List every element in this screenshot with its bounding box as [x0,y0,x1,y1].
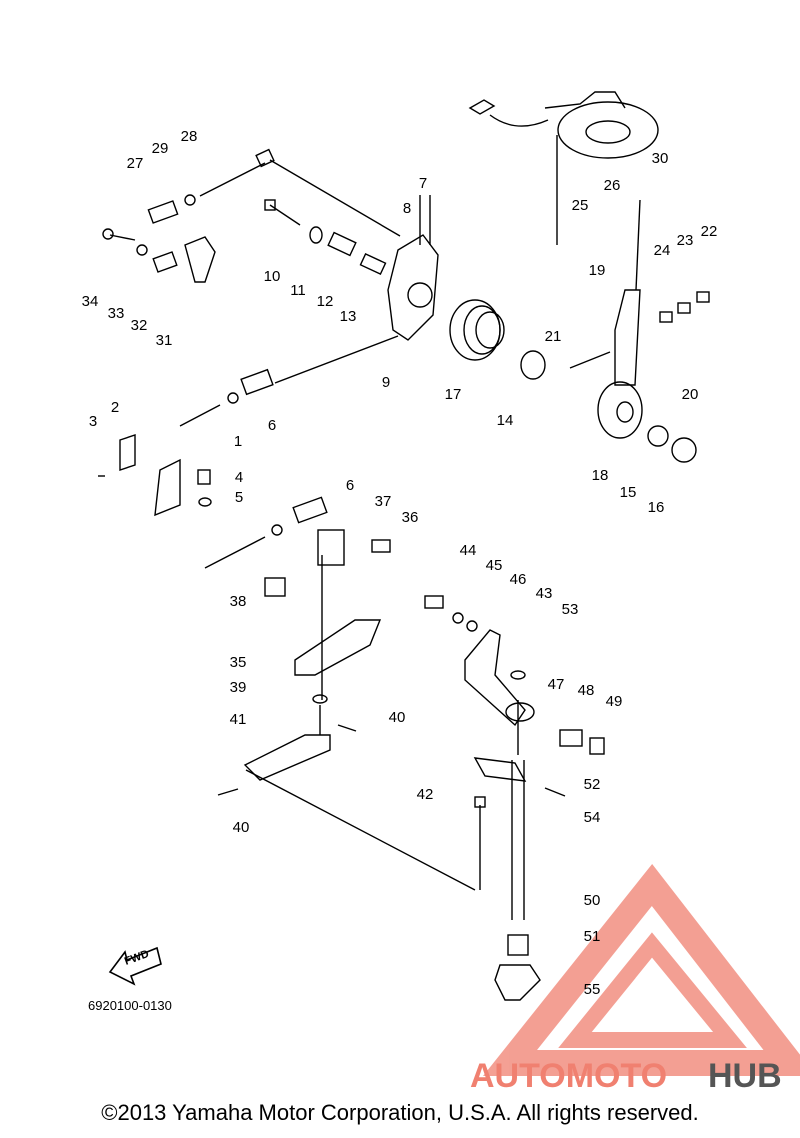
callout-55: 55 [584,981,601,998]
callout-39: 39 [230,679,247,696]
callout-8: 8 [403,200,411,217]
callout-28: 28 [181,128,198,145]
callout-27: 27 [127,155,144,172]
callout-13: 13 [340,308,357,325]
callout-labels: 1234566789101112131415161718192021222324… [82,128,718,998]
callout-22: 22 [701,223,718,240]
callout-48: 48 [578,682,595,699]
callout-10: 10 [264,268,281,285]
callout-7: 7 [419,175,427,192]
callout-32: 32 [131,317,148,334]
watermark-part2: HUB [708,1057,782,1095]
callout-37: 37 [375,493,392,510]
callout-33: 33 [108,305,125,322]
exploded-view-linework [98,91,710,1001]
callout-50: 50 [584,892,601,909]
callout-6: 6 [346,477,354,494]
callout-6: 6 [268,417,276,434]
callout-5: 5 [235,489,243,506]
callout-52: 52 [584,776,601,793]
drawing-code: 6920100-0130 [88,998,172,1013]
callout-29: 29 [152,140,169,157]
callout-40: 40 [233,819,250,836]
callout-36: 36 [402,509,419,526]
callout-4: 4 [235,469,243,486]
callout-17: 17 [445,386,462,403]
callout-54: 54 [584,809,601,826]
callout-53: 53 [562,601,579,618]
callout-44: 44 [460,542,477,559]
callout-11: 11 [290,282,306,299]
callout-46: 46 [510,571,527,588]
callout-2: 2 [111,399,119,416]
callout-24: 24 [654,242,671,259]
watermark-part1: AUTOMOTO [470,1057,667,1095]
callout-31: 31 [156,332,173,349]
callout-19: 19 [589,262,606,279]
callout-18: 18 [592,467,609,484]
copyright-notice: ©2013 Yamaha Motor Corporation, U.S.A. A… [101,1100,699,1125]
callout-38: 38 [230,593,247,610]
callout-1: 1 [234,433,242,450]
watermark-text: AUTOMOTO HUB [470,1057,782,1095]
callout-43: 43 [536,585,553,602]
callout-16: 16 [648,499,665,516]
callout-21: 21 [545,328,562,345]
callout-20: 20 [682,386,699,403]
callout-26: 26 [604,177,621,194]
callout-34: 34 [82,293,99,310]
callout-14: 14 [497,412,514,429]
callout-25: 25 [572,197,589,214]
callout-15: 15 [620,484,637,501]
callout-12: 12 [317,293,334,310]
watermark-logo [482,863,800,1076]
callout-40: 40 [389,709,406,726]
callout-49: 49 [606,693,623,710]
callout-3: 3 [89,413,97,430]
fwd-arrow-icon: FWD [108,946,162,986]
callout-30: 30 [652,150,669,167]
callout-41: 41 [230,711,247,728]
fwd-label: FWD [123,948,151,968]
callout-47: 47 [548,676,565,693]
callout-9: 9 [382,374,390,391]
callout-23: 23 [677,232,694,249]
callout-45: 45 [486,557,503,574]
callout-35: 35 [230,654,247,671]
callout-42: 42 [417,786,434,803]
callout-51: 51 [584,928,601,945]
